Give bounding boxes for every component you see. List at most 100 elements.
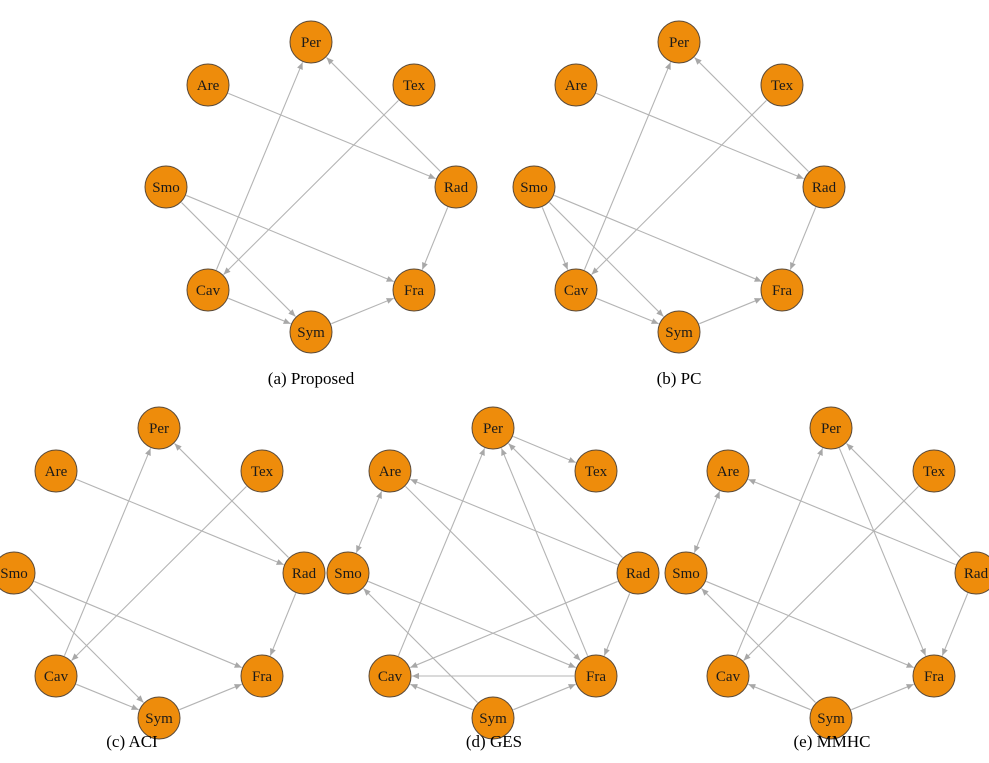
node-label: Sym (665, 325, 693, 341)
edge-are-to-rad (228, 92, 436, 180)
edge-smo-to-cav (541, 207, 569, 270)
edge-cav-to-per (735, 448, 824, 656)
node-label: Rad (444, 180, 469, 196)
node-rad: Rad (434, 165, 478, 209)
edge-cav-to-sym (76, 683, 139, 711)
node-circle (392, 268, 436, 312)
node-label: Sym (817, 711, 845, 727)
node-cav: Cav (186, 268, 230, 312)
edge-rad-to-fra (941, 593, 969, 656)
node-label: Sym (479, 711, 507, 727)
edge-cav-to-per (63, 448, 152, 656)
edge-smo-to-fra (554, 194, 762, 283)
node-fra: Fra (760, 268, 804, 312)
edge-rad-to-fra (269, 593, 297, 656)
node-label: Are (565, 78, 588, 94)
node-smo: Smo (144, 165, 188, 209)
node-circle (954, 551, 989, 595)
edge-cav-to-sym (228, 297, 291, 325)
edge-smo-to-fra (368, 580, 576, 669)
node-circle (802, 165, 846, 209)
edge-rad-to-fra (421, 207, 449, 270)
node-are: Are (706, 449, 750, 493)
node-tex: Tex (392, 63, 436, 107)
node-circle (616, 551, 660, 595)
edge-sym-to-fra (331, 297, 394, 325)
node-smo: Smo (0, 551, 36, 595)
edge-are-to-fra (405, 486, 581, 661)
node-circle (289, 310, 333, 354)
edge-cav-to-per (215, 62, 304, 270)
node-cav: Cav (554, 268, 598, 312)
node-label: Tex (251, 464, 274, 480)
node-label: Rad (964, 566, 989, 582)
edge-smo-to-sym (181, 202, 296, 317)
node-label: Per (669, 35, 689, 51)
node-fra: Fra (240, 654, 284, 698)
node-rad: Rad (282, 551, 326, 595)
node-circle (809, 406, 853, 450)
edge-cav-to-per (583, 62, 672, 270)
node-circle (0, 551, 36, 595)
node-label: Are (45, 464, 68, 480)
node-circle (368, 449, 412, 493)
edges (181, 57, 449, 325)
edge-cav-to-per (397, 448, 486, 656)
node-circle (574, 449, 618, 493)
node-cav: Cav (706, 654, 750, 698)
edges (693, 443, 969, 711)
edge-rad-to-per (508, 443, 623, 558)
node-label: Fra (586, 669, 606, 685)
node-sym: Sym (657, 310, 701, 354)
edge-cav-to-sym (596, 297, 659, 325)
edge-smo-to-fra (706, 580, 914, 669)
node-circle (706, 654, 750, 698)
edge-fra-to-per (500, 448, 589, 656)
edge-tex-to-cav (223, 100, 399, 275)
node-are: Are (554, 63, 598, 107)
node-label: Fra (404, 283, 424, 299)
node-circle (554, 63, 598, 107)
node-label: Tex (923, 464, 946, 480)
edge-are-to-smo (693, 491, 721, 553)
node-label: Smo (672, 566, 700, 582)
edge-sym-to-fra (851, 683, 914, 711)
node-rad: Rad (954, 551, 989, 595)
node-circle (657, 20, 701, 64)
edge-rad-to-per (174, 443, 289, 558)
node-label: Are (379, 464, 402, 480)
node-circle (706, 449, 750, 493)
node-per: Per (289, 20, 333, 64)
node-per: Per (471, 406, 515, 450)
node-label: Per (483, 421, 503, 437)
node-label: Fra (924, 669, 944, 685)
edge-per-to-fra (838, 448, 927, 656)
node-label: Cav (716, 669, 741, 685)
edge-rad-to-fra (789, 207, 817, 270)
panel-caption: (d) GES (466, 732, 522, 751)
node-cav: Cav (368, 654, 412, 698)
edge-smo-to-sym (549, 202, 664, 317)
node-per: Per (809, 406, 853, 450)
panel-caption: (e) MMHC (794, 732, 871, 751)
node-circle (760, 63, 804, 107)
panel-caption: (b) PC (657, 369, 702, 388)
node-circle (392, 63, 436, 107)
node-rad: Rad (616, 551, 660, 595)
node-label: Sym (297, 325, 325, 341)
node-smo: Smo (664, 551, 708, 595)
node-circle (137, 406, 181, 450)
edge-smo-to-fra (186, 194, 394, 283)
edge-sym-to-fra (699, 297, 762, 325)
edge-rad-to-are (748, 478, 956, 566)
node-circle (912, 449, 956, 493)
edges (541, 57, 817, 325)
node-circle (512, 165, 556, 209)
node-label: Cav (44, 669, 69, 685)
node-smo: Smo (512, 165, 556, 209)
edge-smo-to-sym (29, 588, 144, 703)
node-circle (471, 696, 515, 740)
edge-sym-to-cav (410, 683, 473, 711)
